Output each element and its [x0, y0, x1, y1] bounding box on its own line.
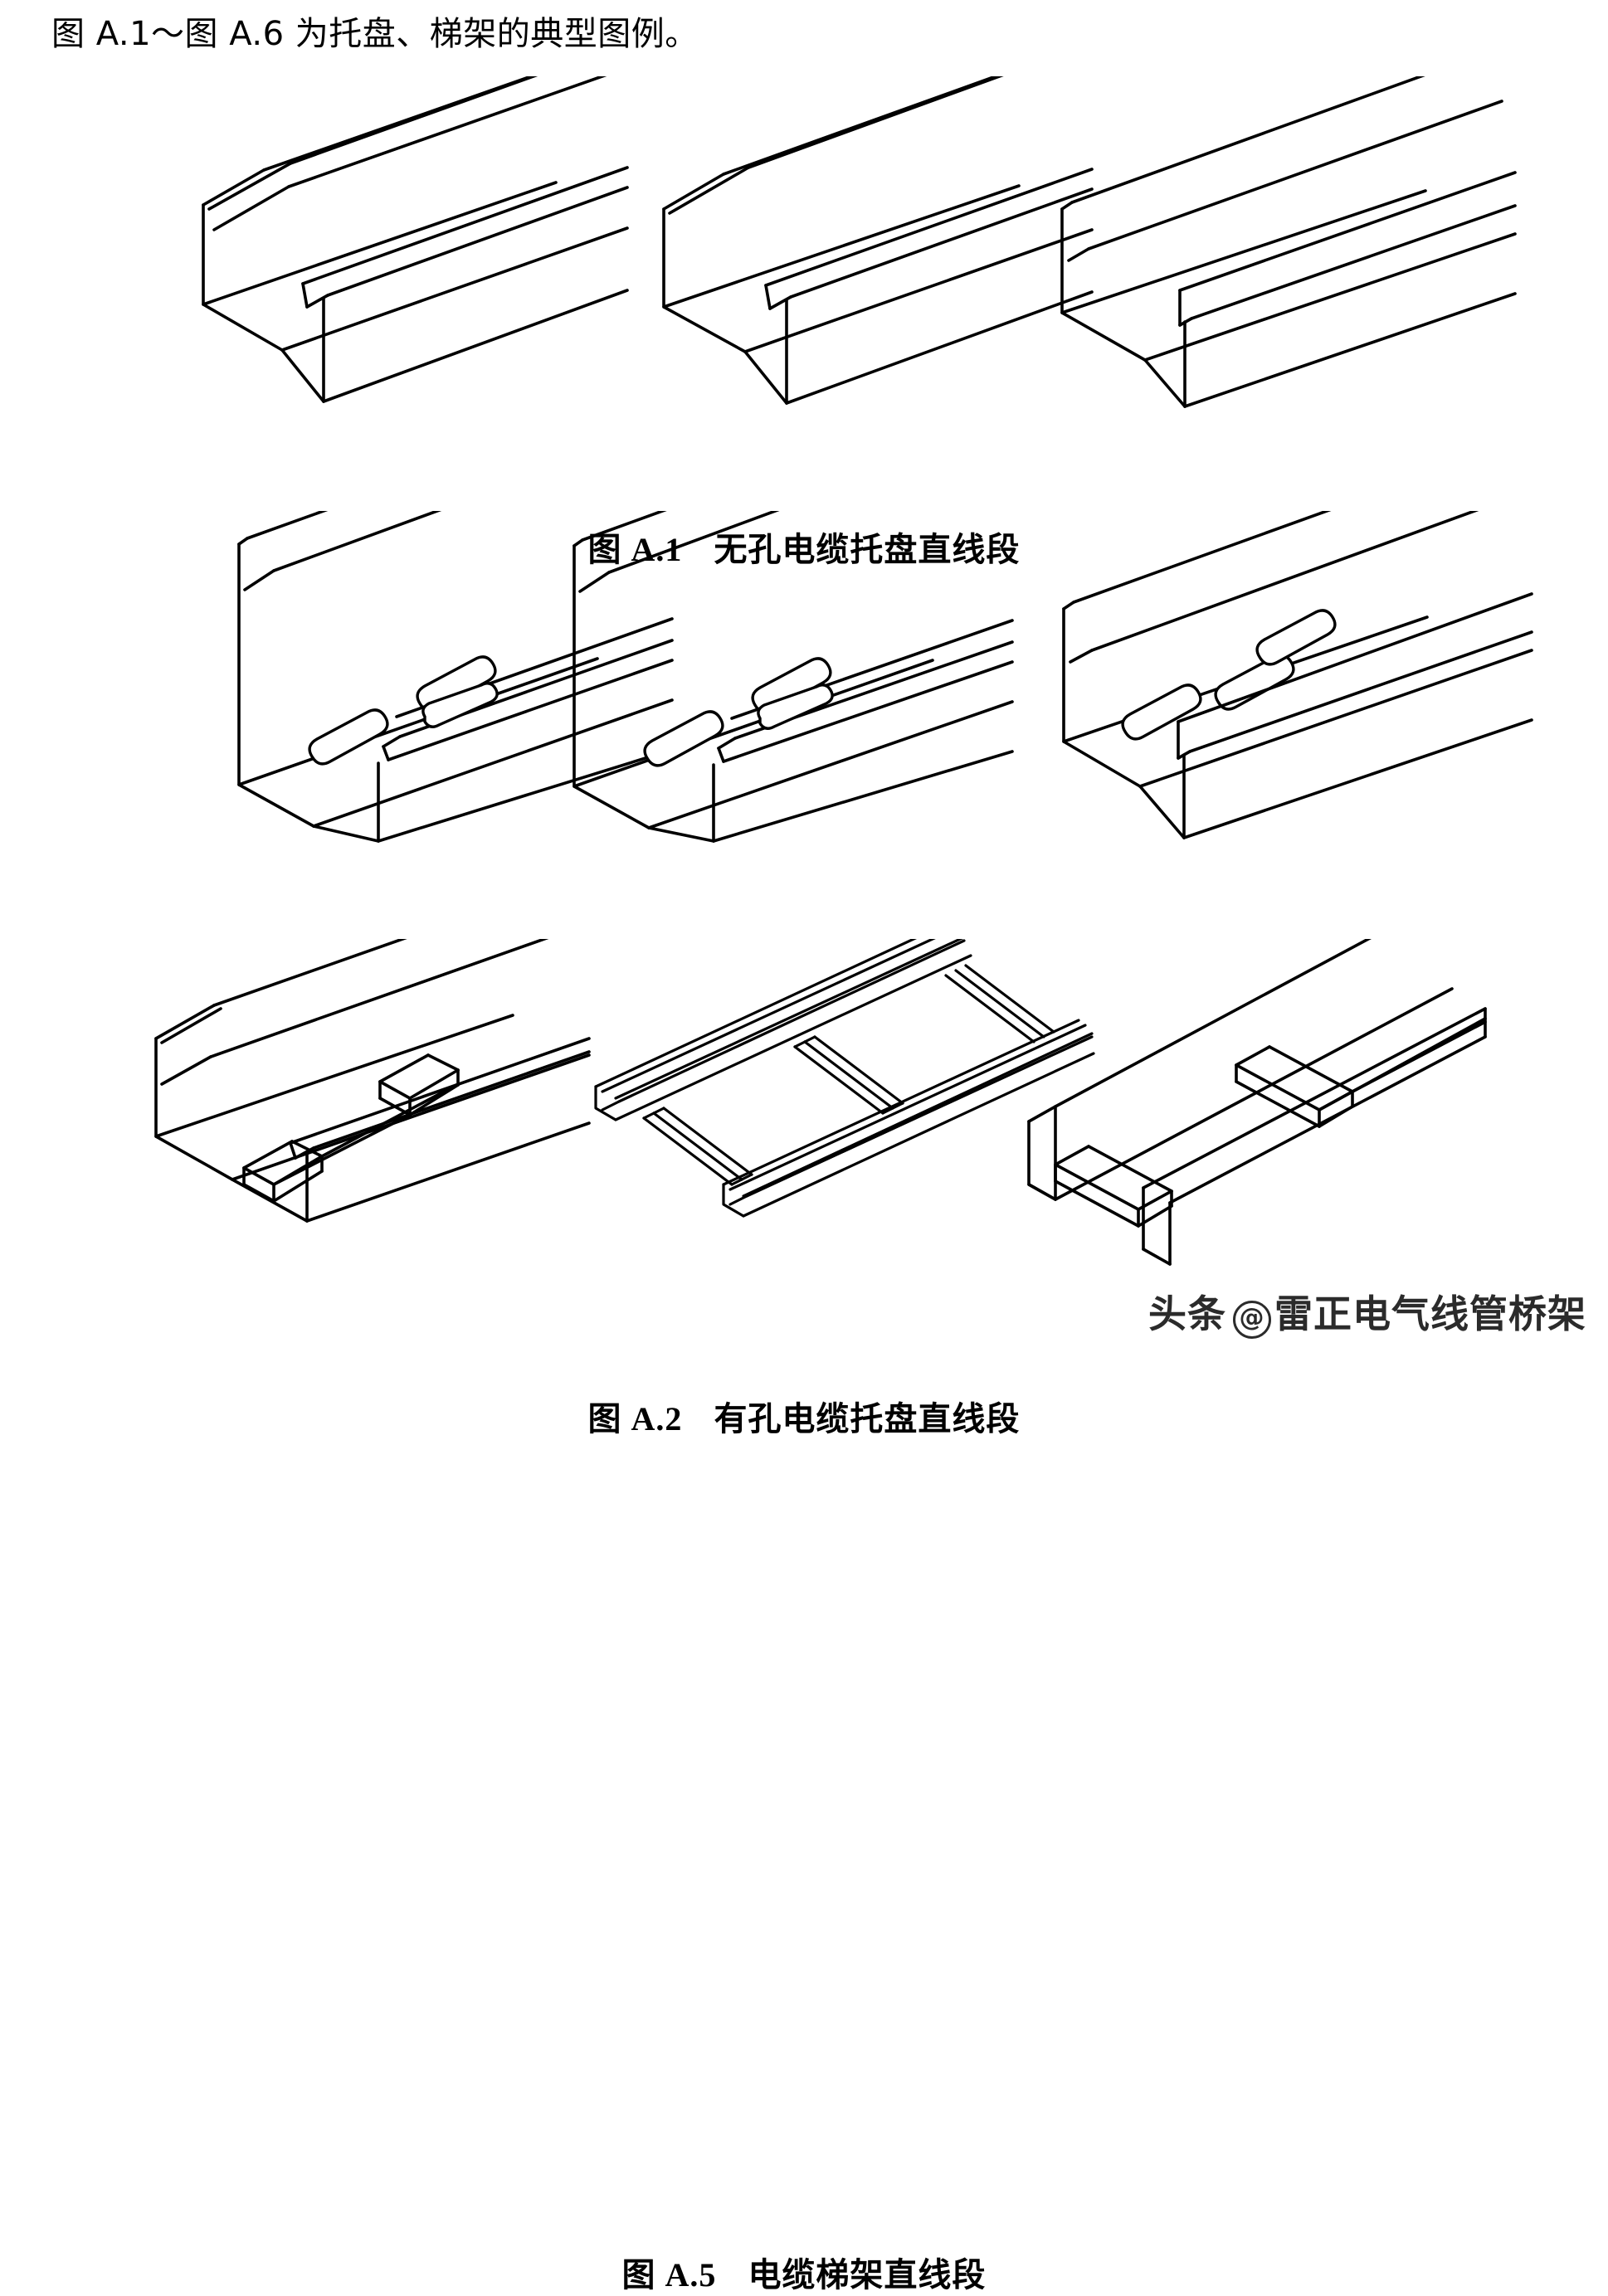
perforated-tray-with-plain-edge	[1037, 511, 1552, 843]
watermark-account: 雷正电气线管桥架	[1274, 1292, 1586, 1336]
figure-a5-caption-title: 电缆梯架直线段	[748, 2256, 987, 2294]
tray-with-single-return-flange	[647, 76, 1112, 408]
figure-a1-row	[0, 76, 1608, 408]
perforated-tray-with-single-flange	[539, 511, 1037, 843]
tray-with-plain-edge	[1037, 76, 1535, 408]
figure-a5-row	[0, 939, 1608, 1271]
figure-a2-block: 图 A.2 有孔电缆托盘直线段	[0, 511, 1608, 1438]
ladder-rung	[944, 964, 1055, 1043]
ladder-with-flat-bar-siderail	[987, 939, 1502, 1271]
ladder-with-channel-siderail	[141, 939, 606, 1271]
ladder-rung	[642, 1107, 753, 1186]
ladder-flat-view-channel-rails	[581, 939, 1095, 1271]
watermark-at-icon: @	[1233, 1301, 1271, 1339]
tray-slot-group	[1121, 609, 1337, 741]
figure-a5-block: 图 A.5 电缆梯架直线段	[0, 939, 1608, 2294]
tray-with-double-return-flange	[166, 76, 631, 408]
intro-paragraph: 图 A.1～图 A.6 为托盘、梯架的典型图例。	[51, 15, 699, 53]
figure-a2-caption-number: 图 A.2	[587, 1400, 683, 1437]
ladder-rung	[793, 1035, 904, 1115]
figure-a2-caption-title: 有孔电缆托盘直线段	[714, 1400, 1021, 1438]
document-page: 图 A.1～图 A.6 为托盘、梯架的典型图例。	[0, 15, 1608, 2294]
perforated-tray-with-return-flange	[207, 511, 689, 843]
watermark-source: 头条	[1148, 1292, 1226, 1336]
figure-a1-caption-title: 无孔电缆托盘直线段	[714, 531, 1021, 569]
figure-a2-row	[0, 511, 1608, 843]
figure-a5-caption-number: 图 A.5	[621, 2256, 717, 2294]
figure-a2-caption: 图 A.2 有孔电缆托盘直线段	[0, 1392, 1608, 1440]
figure-a5-caption: 图 A.5 电缆梯架直线段	[0, 2248, 1608, 2296]
ladder-rung	[1054, 1145, 1173, 1228]
watermark: 头条@雷正电气线管桥架	[1148, 1284, 1586, 1339]
ladder-rung	[378, 1053, 460, 1116]
